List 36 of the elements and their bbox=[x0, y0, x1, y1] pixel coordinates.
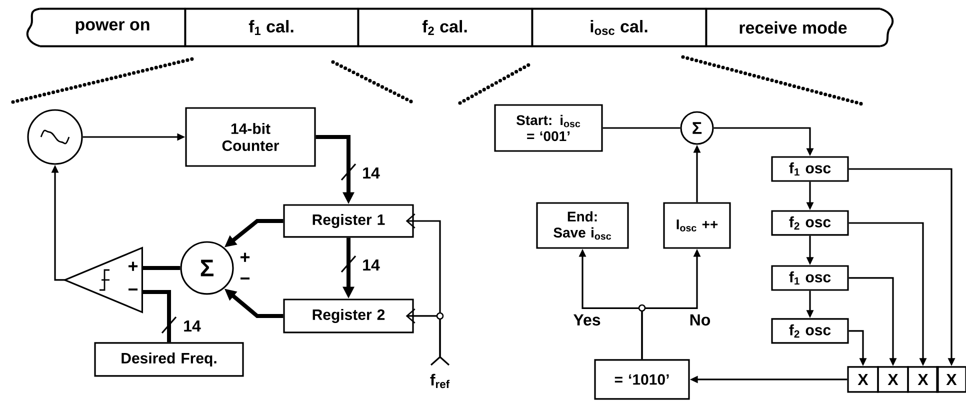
process-box: Start: i$_{osc}$ = ‘001’ bbox=[494, 104, 603, 152]
process-box: X bbox=[907, 366, 939, 393]
process-box: f$_{1}$ osc bbox=[771, 265, 849, 291]
edge-label: Yes bbox=[572, 313, 602, 327]
timeline-segment: i$_{osc}$ cal. bbox=[532, 8, 708, 48]
register-box: Register 1 bbox=[283, 204, 414, 238]
edge-label: 14 bbox=[361, 258, 381, 272]
timeline-segment: f$_{2}$ cal. bbox=[358, 8, 534, 48]
connector-line bbox=[602, 127, 680, 129]
process-box: I$_{osc}$ ++ bbox=[663, 202, 731, 249]
oscillator-symbol bbox=[27, 109, 83, 165]
process-box: End: Save i$_{osc}$ bbox=[536, 202, 629, 249]
register-box: Register 2 bbox=[283, 298, 414, 334]
timeline-segment: power on bbox=[26, 8, 186, 48]
process-box: 14-bit Counter bbox=[185, 107, 316, 167]
sign-label: − bbox=[128, 288, 138, 290]
process-box: Desired Freq. bbox=[94, 342, 244, 377]
edge-label: 14 bbox=[361, 166, 381, 180]
timeline-segment: f$_{1}$ cal. bbox=[184, 8, 360, 48]
process-box: = ‘1010’ bbox=[594, 359, 690, 400]
input-label: f$_{ref}$ bbox=[430, 374, 450, 388]
process-box: X bbox=[936, 366, 966, 393]
process-box: f$_{2}$ osc bbox=[771, 318, 849, 344]
sign-label: − bbox=[240, 278, 250, 280]
sign-label: + bbox=[128, 262, 138, 271]
process-box: X bbox=[877, 366, 909, 393]
process-box: f$_{2}$ osc bbox=[771, 210, 849, 236]
connector-line bbox=[142, 290, 172, 342]
arrow bbox=[406, 308, 441, 357]
edge-label: 14 bbox=[182, 319, 202, 332]
timeline-segment: receive mode bbox=[706, 8, 894, 48]
process-box: f$_{1}$ osc bbox=[771, 156, 849, 182]
sign-label: + bbox=[240, 252, 250, 262]
edge-label: No bbox=[688, 313, 712, 327]
process-box: X bbox=[847, 366, 879, 393]
connector-line bbox=[142, 266, 180, 270]
